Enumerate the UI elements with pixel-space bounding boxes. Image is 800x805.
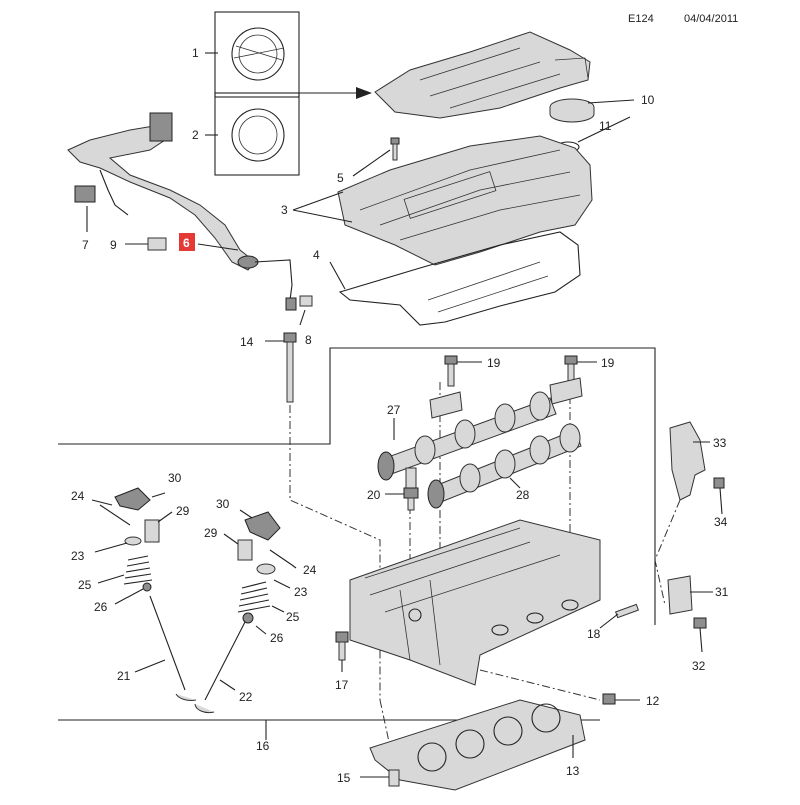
callout-13: 13: [566, 764, 580, 778]
callout-1: 1: [192, 46, 199, 60]
callout-4: 4: [313, 248, 320, 262]
callout-29b: 29: [204, 526, 218, 540]
callout-21: 21: [117, 669, 131, 683]
callout-18: 18: [587, 627, 601, 641]
callout-22: 22: [239, 690, 253, 704]
callout-24b: 24: [303, 563, 317, 577]
bolt-12: [602, 693, 616, 705]
callout-16: 16: [256, 739, 270, 753]
bolt-17: [335, 631, 349, 661]
callout-30a: 30: [168, 471, 182, 485]
callout-32: 32: [692, 659, 706, 673]
callout-12: 12: [646, 694, 660, 708]
callout-10: 10: [641, 93, 655, 107]
valve-cover-gasket: [338, 231, 581, 326]
clip-9: [147, 237, 167, 251]
callout-29a: 29: [176, 504, 190, 518]
callout-23a: 23: [71, 549, 85, 563]
callout-25a: 25: [78, 578, 92, 592]
callout-24a: 24: [71, 489, 85, 503]
callout-30b: 30: [216, 497, 230, 511]
callout-34: 34: [714, 515, 728, 529]
bolt-19-left: [444, 355, 458, 387]
head-gasket: [369, 699, 586, 791]
callout-19a: 19: [487, 356, 501, 370]
callout-14: 14: [240, 335, 254, 349]
camshaft-28: [427, 423, 582, 509]
callout-31: 31: [715, 585, 729, 599]
engine-cover: [374, 31, 591, 119]
bolt-5: [390, 137, 400, 161]
bolt-34: [713, 477, 725, 489]
callout-17: 17: [335, 678, 349, 692]
oil-filler-cap: [549, 98, 595, 153]
spark-plug: [403, 467, 419, 511]
callout-9: 9: [110, 238, 117, 252]
bracket-33: [669, 421, 706, 501]
callout-26b: 26: [270, 631, 284, 645]
callout-20: 20: [367, 488, 381, 502]
callout-3: 3: [281, 203, 288, 217]
callout-25b: 25: [286, 610, 300, 624]
callout-labels: 1 2 3 4 5 6 7 8 9 10 11 12 13 14 15 16 1…: [71, 46, 729, 785]
valve-train-right: [194, 511, 293, 714]
seal-ring-inset: [214, 11, 300, 176]
bolt-32: [693, 617, 707, 629]
callout-27: 27: [387, 403, 401, 417]
callout-6: 6: [183, 236, 190, 250]
callout-28: 28: [516, 488, 530, 502]
diagram-code: E124: [628, 13, 654, 25]
camshaft-27: [377, 391, 557, 481]
callout-7: 7: [82, 238, 89, 252]
callout-33: 33: [713, 436, 727, 450]
callout-11: 11: [599, 119, 612, 133]
callout-15: 15: [337, 771, 351, 785]
wiring-harness: [74, 169, 313, 311]
bolt-14: [283, 332, 297, 403]
callout-5: 5: [337, 171, 344, 185]
callout-19b: 19: [601, 356, 615, 370]
callout-6-highlight: [179, 233, 195, 251]
bracket-31: [667, 575, 693, 615]
valve-train-left: [99, 487, 197, 701]
callout-2: 2: [192, 128, 199, 142]
diagram-date: 04/04/2011: [684, 13, 738, 25]
stud-18: [614, 603, 640, 619]
cylinder-head: [349, 519, 601, 686]
valve-cover: [337, 135, 593, 266]
callout-8: 8: [305, 333, 312, 347]
dowel-pin: [388, 769, 400, 787]
callout-26a: 26: [94, 600, 108, 614]
callout-23b: 23: [294, 585, 308, 599]
crankcase-breather-hose: [67, 112, 259, 271]
